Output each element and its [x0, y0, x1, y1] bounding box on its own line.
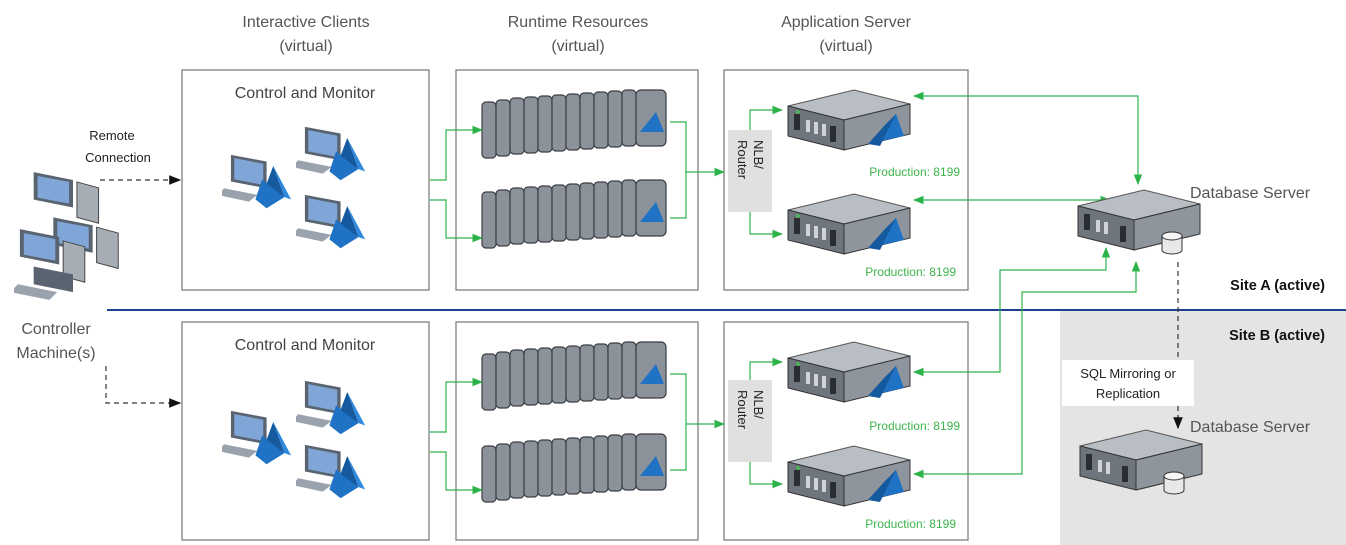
- router-to-server-connector: [749, 105, 784, 130]
- sql-label-line2: Replication: [1096, 386, 1160, 401]
- router-label-line1: NLB/: [751, 390, 766, 419]
- controller-machines-icon: [14, 171, 119, 301]
- runtime-to-router-connector: [670, 121, 726, 177]
- production-port-label: Production: 8199: [869, 165, 960, 179]
- appserver-header-line1: Application Server: [781, 14, 912, 31]
- clients-to-runtime-connector: [430, 377, 484, 433]
- sql-label-background: [1062, 360, 1194, 406]
- clients-header-line1: Interactive Clients: [242, 14, 369, 31]
- control-monitor-label-a: Control and Monitor: [235, 85, 376, 102]
- remote-connection-arrow: [105, 366, 182, 408]
- production-port-label: Production: 8199: [865, 265, 956, 279]
- router-label-line2: Router: [735, 140, 750, 180]
- server-to-db-connector: [912, 260, 1141, 479]
- site-b-label: Site B (active): [1229, 328, 1325, 344]
- controller-label-line1: Controller: [21, 321, 91, 338]
- runtime-to-router-connector: [670, 172, 687, 219]
- clients-box-site-a: [181, 69, 430, 291]
- database-server-label-a: Database Server: [1190, 185, 1311, 202]
- nlb-router-a: [728, 130, 772, 212]
- production-port-label: Production: 8199: [869, 419, 960, 433]
- runtime-to-router-connector: [670, 373, 726, 429]
- router-to-server-connector: [749, 212, 784, 239]
- router-to-server-connector: [749, 462, 784, 489]
- router-label-line2: Router: [735, 390, 750, 430]
- clients-to-runtime-connector: [430, 451, 484, 495]
- runtime-header-line1: Runtime Resources: [508, 14, 649, 31]
- production-port-label: Production: 8199: [865, 517, 956, 531]
- router-label-line1: NLB/: [751, 140, 766, 169]
- remote-connection-label-line2: Connection: [85, 150, 151, 165]
- runtime-header-line2: (virtual): [551, 38, 604, 55]
- clients-to-runtime-connector: [430, 199, 484, 243]
- clients-to-runtime-connector: [430, 125, 484, 181]
- nlb-router-b: [728, 380, 772, 462]
- runtime-to-router-connector: [670, 424, 687, 471]
- sql-label-line1: SQL Mirroring or: [1080, 366, 1176, 381]
- control-monitor-label-b: Control and Monitor: [235, 337, 376, 354]
- appserver-header-line2: (virtual): [819, 38, 872, 55]
- server-to-db-connector: [912, 91, 1143, 186]
- clients-box-site-b: [181, 321, 430, 541]
- database-server-label-b: Database Server: [1190, 419, 1311, 436]
- clients-header-line2: (virtual): [279, 38, 332, 55]
- router-to-server-connector: [749, 357, 784, 380]
- site-a-label: Site A (active): [1230, 278, 1325, 294]
- remote-connection-label-line1: Remote: [89, 128, 135, 143]
- controller-label-line2: Machine(s): [16, 345, 95, 362]
